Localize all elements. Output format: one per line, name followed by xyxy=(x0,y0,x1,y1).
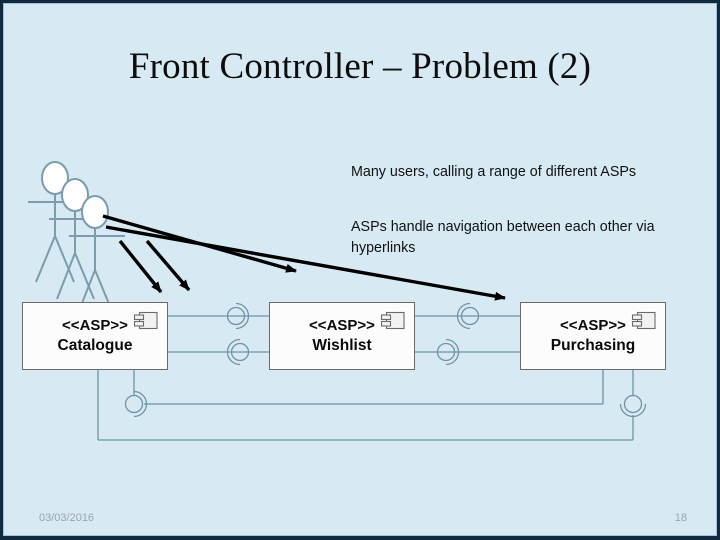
arrow-icon xyxy=(145,239,191,292)
ball-and-socket-interface-icon xyxy=(619,394,647,418)
component-stereotype: <<ASP>> xyxy=(309,317,375,334)
uml-component-icon xyxy=(380,311,405,330)
ball-and-socket-interface-icon xyxy=(436,338,460,366)
component-name: Wishlist xyxy=(312,337,372,354)
uml-component-icon xyxy=(631,311,656,330)
footer-date: 03/03/2016 xyxy=(39,512,95,524)
ball-and-socket-interface-icon xyxy=(456,302,480,330)
component-name: Catalogue xyxy=(57,337,133,354)
ball-and-socket-interface-icon xyxy=(226,302,250,330)
component-stereotype: <<ASP>> xyxy=(560,317,626,334)
stick-figure-actor xyxy=(28,161,85,283)
actor-group xyxy=(28,161,125,317)
arrow-icon xyxy=(118,239,163,294)
component-catalogue[interactable]: <<ASP>> Catalogue xyxy=(22,302,168,370)
component-wishlist-labels: <<ASP>> Wishlist xyxy=(270,316,414,356)
annotation-users: Many users, calling a range of different… xyxy=(351,164,637,180)
uml-component-icon xyxy=(133,311,158,330)
component-stereotype: <<ASP>> xyxy=(62,317,128,334)
ball-and-socket-interface-icon xyxy=(226,338,250,366)
component-wishlist[interactable]: <<ASP>> Wishlist xyxy=(269,302,415,370)
component-purchasing-labels: <<ASP>> Purchasing xyxy=(521,316,665,356)
component-name: Purchasing xyxy=(550,337,636,354)
arrow-group xyxy=(102,214,506,301)
stick-figure-actor xyxy=(49,178,105,300)
arrow-icon xyxy=(105,225,506,301)
footer-page-number: 18 xyxy=(674,512,687,524)
stick-figure-actor xyxy=(69,195,125,317)
ball-and-socket-group xyxy=(124,302,647,418)
component-purchasing[interactable]: <<ASP>> Purchasing xyxy=(520,302,666,370)
page-title: Front Controller – Problem (2) xyxy=(128,46,592,87)
component-catalogue-labels: <<ASP>> Catalogue xyxy=(23,316,167,356)
uml-component-diagram xyxy=(28,161,647,441)
ball-and-socket-interface-icon xyxy=(124,390,148,418)
connector-wires xyxy=(97,315,634,441)
annotation-navigation: ASPs handle navigation between each othe… xyxy=(351,219,655,256)
